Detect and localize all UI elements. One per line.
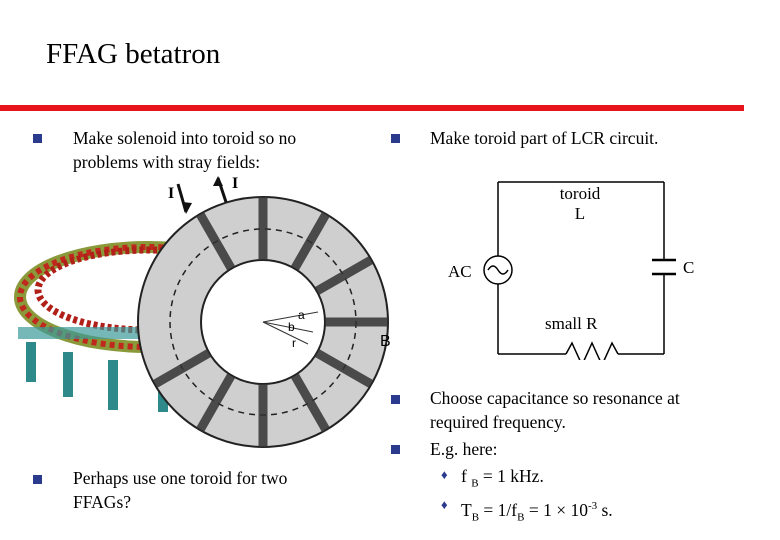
resistor-symbol [565, 341, 619, 360]
toroid-label: toroid L [555, 184, 605, 224]
frequency-symbol: f [461, 466, 467, 486]
bullet-marker [391, 134, 400, 143]
right-bullet-2-line2: required frequency. [430, 412, 566, 432]
label-r: r [292, 336, 296, 350]
frequency-text: = 1 kHz. [482, 466, 544, 486]
toroid-figure: I I a b r B [14, 175, 391, 448]
right-bullet-2-line1: Choose capacitance so resonance at [430, 388, 680, 408]
period-subscript: B [471, 511, 480, 524]
bullet-marker [391, 445, 400, 454]
right-bullet-1: Make toroid part of LCR circuit. [430, 128, 659, 148]
period-value: TB = 1/fB = 1 × 10-3 s. [461, 494, 613, 529]
label-a: a [298, 308, 305, 322]
period-mult: = 1 × 10 [524, 499, 588, 520]
ac-source-symbol [483, 255, 513, 285]
slide-title: FFAG betatron [46, 38, 221, 70]
period-eq: = 1/f [479, 499, 518, 520]
title-divider [0, 105, 744, 111]
lcr-circuit [483, 181, 676, 360]
period-exponent: -3 [587, 500, 598, 512]
period-f-subscript: B [517, 511, 525, 524]
left-bullet-2-line1: Perhaps use one toroid for two [73, 468, 288, 488]
capacitor-symbol [652, 258, 676, 276]
label-b: b [288, 320, 295, 334]
label-B: B [380, 333, 391, 350]
toroid-label-line2: L [574, 204, 586, 223]
bullet-marker [391, 395, 400, 404]
sub-bullet-diamond: ♦ [441, 497, 448, 512]
toroid-label-line1: toroid [559, 184, 601, 203]
frequency-subscript: B [471, 477, 479, 490]
sub-bullet-diamond: ♦ [441, 467, 448, 482]
left-bullet-1-line2: problems with stray fields: [73, 152, 261, 172]
left-bullet-1: Make solenoid into toroid so no problems… [73, 126, 296, 174]
right-bullet-3: E.g. here: [430, 439, 498, 459]
capacitor-label: C [683, 258, 695, 277]
frequency-value: f B = 1 kHz. [461, 464, 544, 496]
label-current-left: I [168, 185, 174, 202]
label-current-right: I [232, 175, 238, 192]
ac-source-label: AC [448, 262, 472, 281]
right-bullet-2: Choose capacitance so resonance at requi… [430, 386, 680, 434]
left-bullet-2: Perhaps use one toroid for two FFAGs? [73, 466, 287, 514]
period-symbol: T [461, 499, 472, 520]
left-bullet-1-line1: Make solenoid into toroid so no [73, 128, 297, 148]
toroid-coil [137, 176, 389, 448]
resistor-label: small R [545, 314, 598, 333]
bullet-marker [33, 134, 42, 143]
left-bullet-2-line2: FFAGs? [73, 492, 132, 512]
bullet-marker [33, 475, 42, 484]
period-unit: s. [597, 499, 613, 520]
